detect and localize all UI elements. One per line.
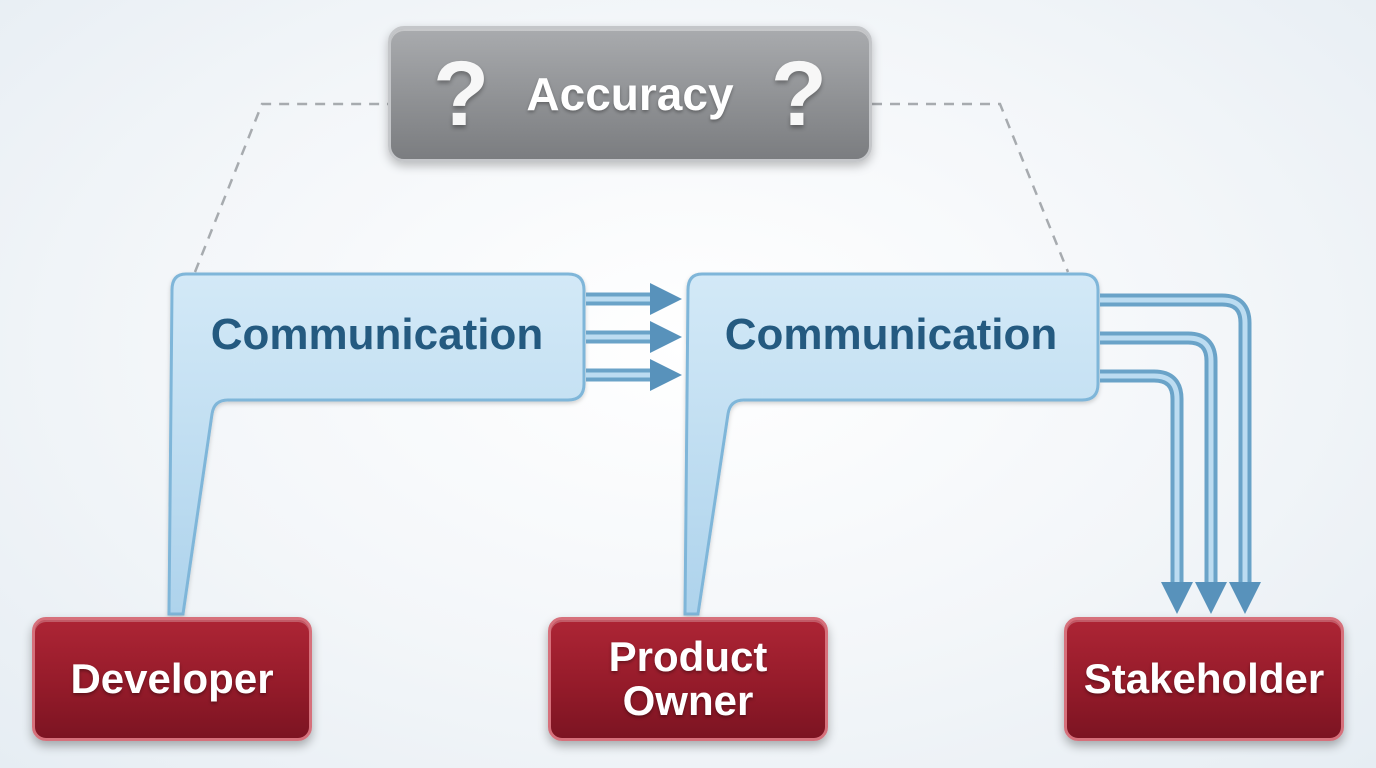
arrow-curved-middle <box>1100 331 1227 614</box>
accuracy-box: ? Accuracy ? <box>388 26 872 162</box>
communication-bubble-2 <box>683 272 1100 616</box>
arrow-curved-inner <box>1100 369 1193 614</box>
developer-label: Developer <box>70 654 274 702</box>
dashed-connector-right <box>872 102 1070 273</box>
arrow-horizontal-1 <box>586 283 682 315</box>
developer-box: Developer <box>32 617 312 741</box>
arrow-horizontal-3 <box>586 359 682 391</box>
stakeholder-box: Stakeholder <box>1064 617 1344 741</box>
question-mark-icon-left: ? <box>433 42 490 145</box>
arrow-horizontal-2 <box>586 321 682 353</box>
dashed-connector-left <box>193 102 388 273</box>
question-mark-icon-right: ? <box>770 42 827 145</box>
stakeholder-label: Stakeholder <box>1083 654 1325 702</box>
arrow-curved-outer <box>1100 293 1261 614</box>
arrow-group-curved <box>1100 293 1261 614</box>
communication-label-2: Communication <box>724 310 1058 359</box>
communication-label-1: Communication <box>210 310 544 359</box>
product-owner-box: Product Owner <box>548 617 828 741</box>
accuracy-label: Accuracy <box>526 67 734 120</box>
product-owner-label: Product Owner <box>608 632 768 724</box>
arrow-group-horizontal <box>586 283 682 391</box>
communication-bubble-1 <box>167 272 586 616</box>
